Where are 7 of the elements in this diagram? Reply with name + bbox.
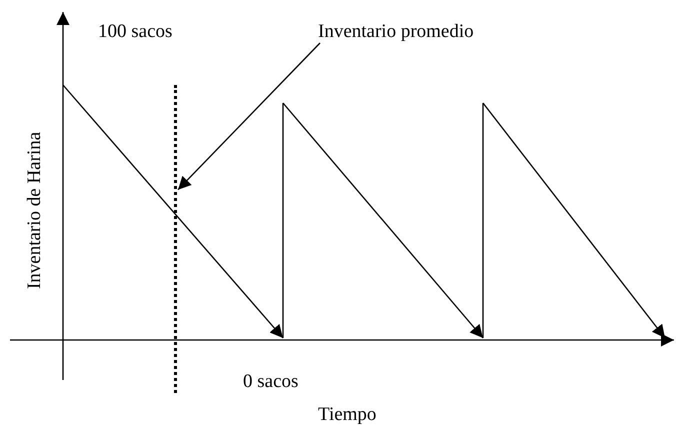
leader-line [178, 42, 320, 190]
callout-text: Inventario promedio [318, 22, 474, 43]
x-axis-title: Tiempo [318, 405, 376, 426]
average-line [174, 85, 177, 393]
axis-max-label: 100 sacos [98, 22, 172, 43]
y-axis-title: Inventario de Harina [24, 131, 46, 289]
axis-min-label: 0 sacos [243, 372, 298, 393]
